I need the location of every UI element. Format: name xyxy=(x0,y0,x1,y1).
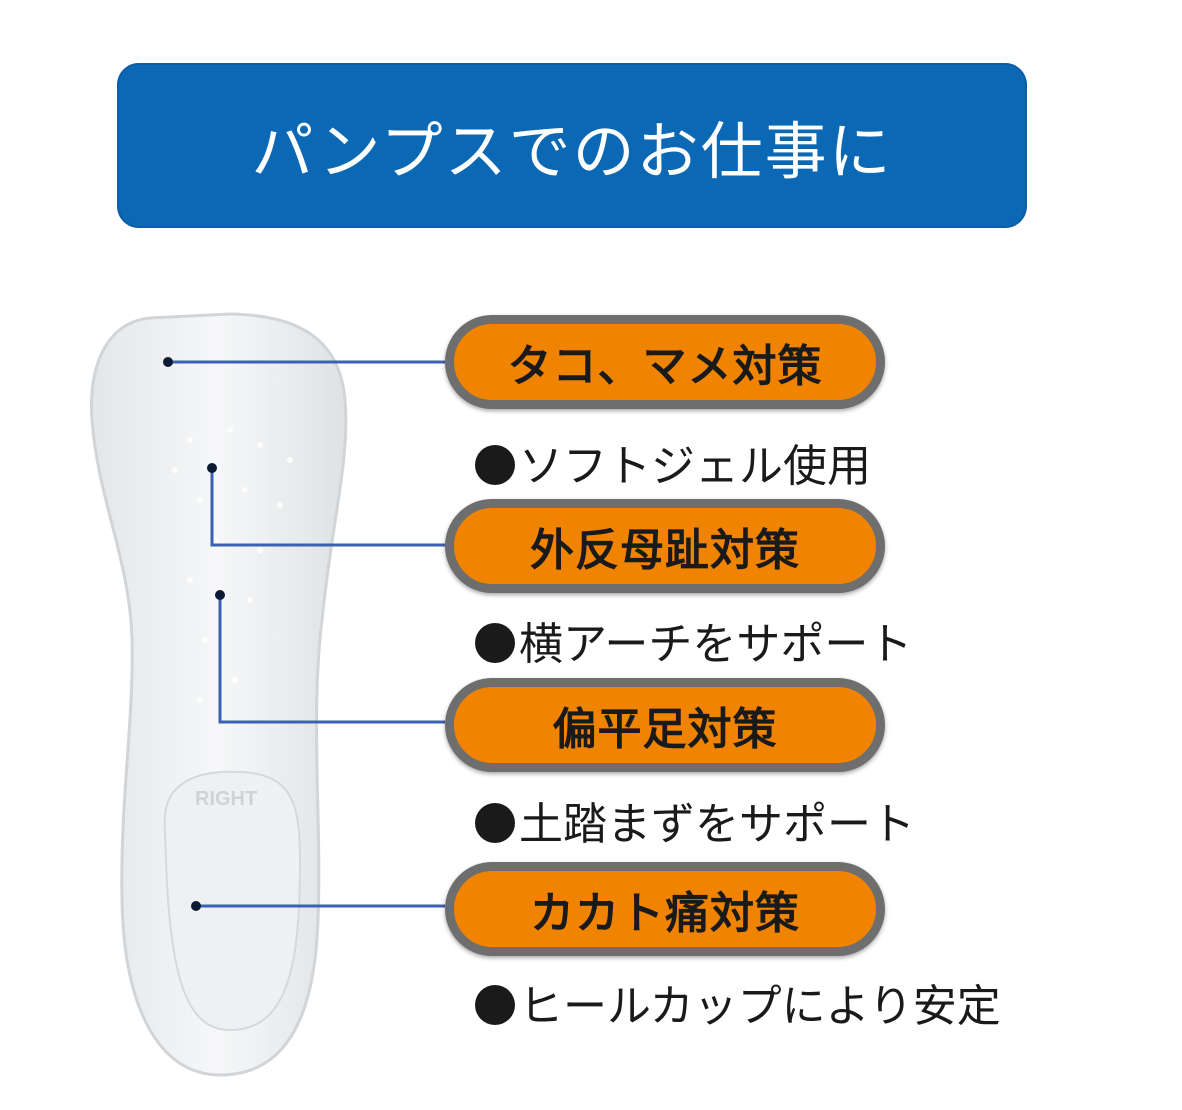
insole-side-label: RIGHT xyxy=(195,788,257,810)
feature-description: 横アーチをサポート xyxy=(475,608,912,672)
feature-description-text: 横アーチをサポート xyxy=(519,619,913,670)
feature-badge-heel: カカト痛対策 xyxy=(445,862,885,956)
heel-cup xyxy=(163,770,302,1032)
leader-lines xyxy=(168,360,445,908)
bullet-icon xyxy=(475,623,515,663)
page-title: パンプスでのお仕事に xyxy=(251,114,893,188)
feature-description: 土踏まずをサポート xyxy=(475,788,915,852)
title-banner: パンプスでのお仕事に xyxy=(117,63,1027,228)
feature-description: ソフトジェル使用 xyxy=(475,430,871,494)
feature-badge-corns: タコ、マメ対策 xyxy=(445,315,885,409)
feature-title: 偏平足対策 xyxy=(552,704,778,755)
bullet-icon xyxy=(475,803,515,843)
feature-description-text: ヒールカップにより安定 xyxy=(519,981,1001,1032)
feature-title: タコ、マメ対策 xyxy=(507,341,823,392)
gel-dots xyxy=(172,427,293,703)
feature-title: 外反母趾対策 xyxy=(530,525,800,576)
bullet-icon xyxy=(475,985,515,1025)
feature-badge-bunion: 外反母趾対策 xyxy=(445,499,885,593)
bullet-icon xyxy=(475,445,515,485)
feature-description-text: ソフトジェル使用 xyxy=(519,441,871,492)
marker-dots xyxy=(163,357,225,911)
feature-description: ヒールカップにより安定 xyxy=(475,970,1001,1034)
feature-title: カカト痛対策 xyxy=(530,888,800,939)
feature-badge-flatfoot: 偏平足対策 xyxy=(445,678,885,772)
feature-description-text: 土踏まずをサポート xyxy=(519,799,915,850)
